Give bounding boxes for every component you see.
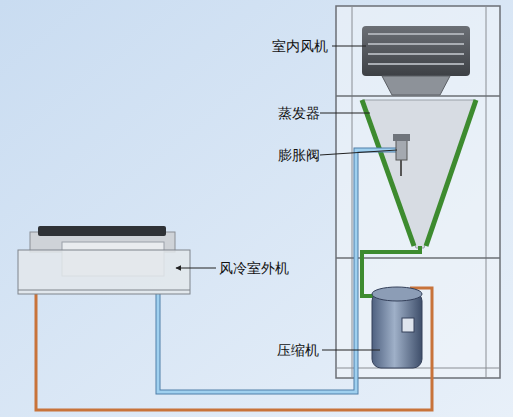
evaporator-coil (426, 100, 476, 246)
compressor-dome (372, 287, 422, 301)
cabinet-frame (336, 6, 500, 378)
cabinet-post (352, 6, 353, 378)
leader-arrow (176, 268, 216, 269)
liquid-pipe (158, 150, 398, 392)
fan-cone (382, 76, 450, 95)
leader-line (320, 150, 397, 155)
leader-line (320, 113, 370, 114)
discharge-pipe (36, 288, 432, 410)
outdoor-rail (18, 290, 190, 291)
outdoor-fan-grill (38, 226, 166, 236)
evaporator-cone (362, 100, 476, 248)
outdoor-casing (18, 250, 190, 294)
fan-blades (368, 34, 464, 64)
fan-housing (362, 26, 470, 76)
leader-line (322, 350, 380, 351)
compressor-body (372, 292, 422, 368)
cabinet-post (486, 6, 487, 378)
expansion-valve (396, 140, 407, 160)
part-label: 膨胀阀 (278, 146, 320, 164)
part-label: 风冷室外机 (219, 259, 289, 277)
liquid-pipe-edge (158, 150, 398, 392)
part-label: 室内风机 (272, 37, 328, 55)
leader-line (332, 46, 366, 47)
cabinet-shelf (336, 368, 500, 369)
valve-cap (393, 134, 410, 141)
evaporator-coil (362, 100, 414, 246)
part-label: 压缩机 (277, 341, 319, 359)
part-label: 蒸发器 (278, 104, 320, 122)
valve-stem (400, 160, 402, 176)
terminal-box (402, 318, 414, 332)
